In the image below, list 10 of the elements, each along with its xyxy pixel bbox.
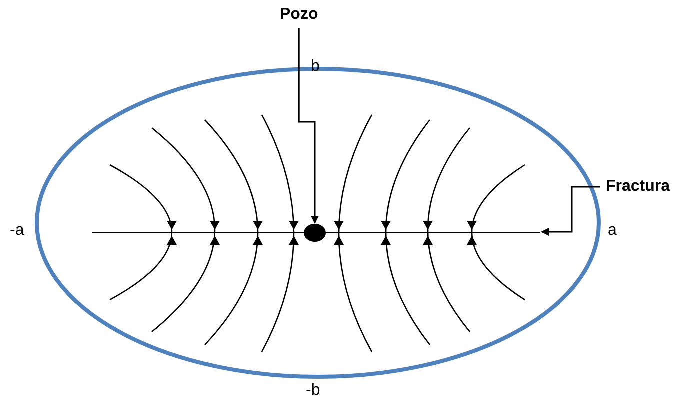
leader-line bbox=[298, 28, 319, 224]
semi-axis-label: -a bbox=[10, 222, 24, 240]
well-dot bbox=[304, 224, 326, 242]
fracture-line bbox=[92, 232, 540, 233]
semi-axis-label: b bbox=[311, 58, 320, 76]
semi-axis-label: -b bbox=[306, 382, 320, 400]
leader-line bbox=[541, 186, 600, 236]
fracture-label: Fractura bbox=[606, 178, 670, 196]
semi-axis-label: a bbox=[608, 222, 617, 240]
well-label: Pozo bbox=[280, 6, 318, 24]
